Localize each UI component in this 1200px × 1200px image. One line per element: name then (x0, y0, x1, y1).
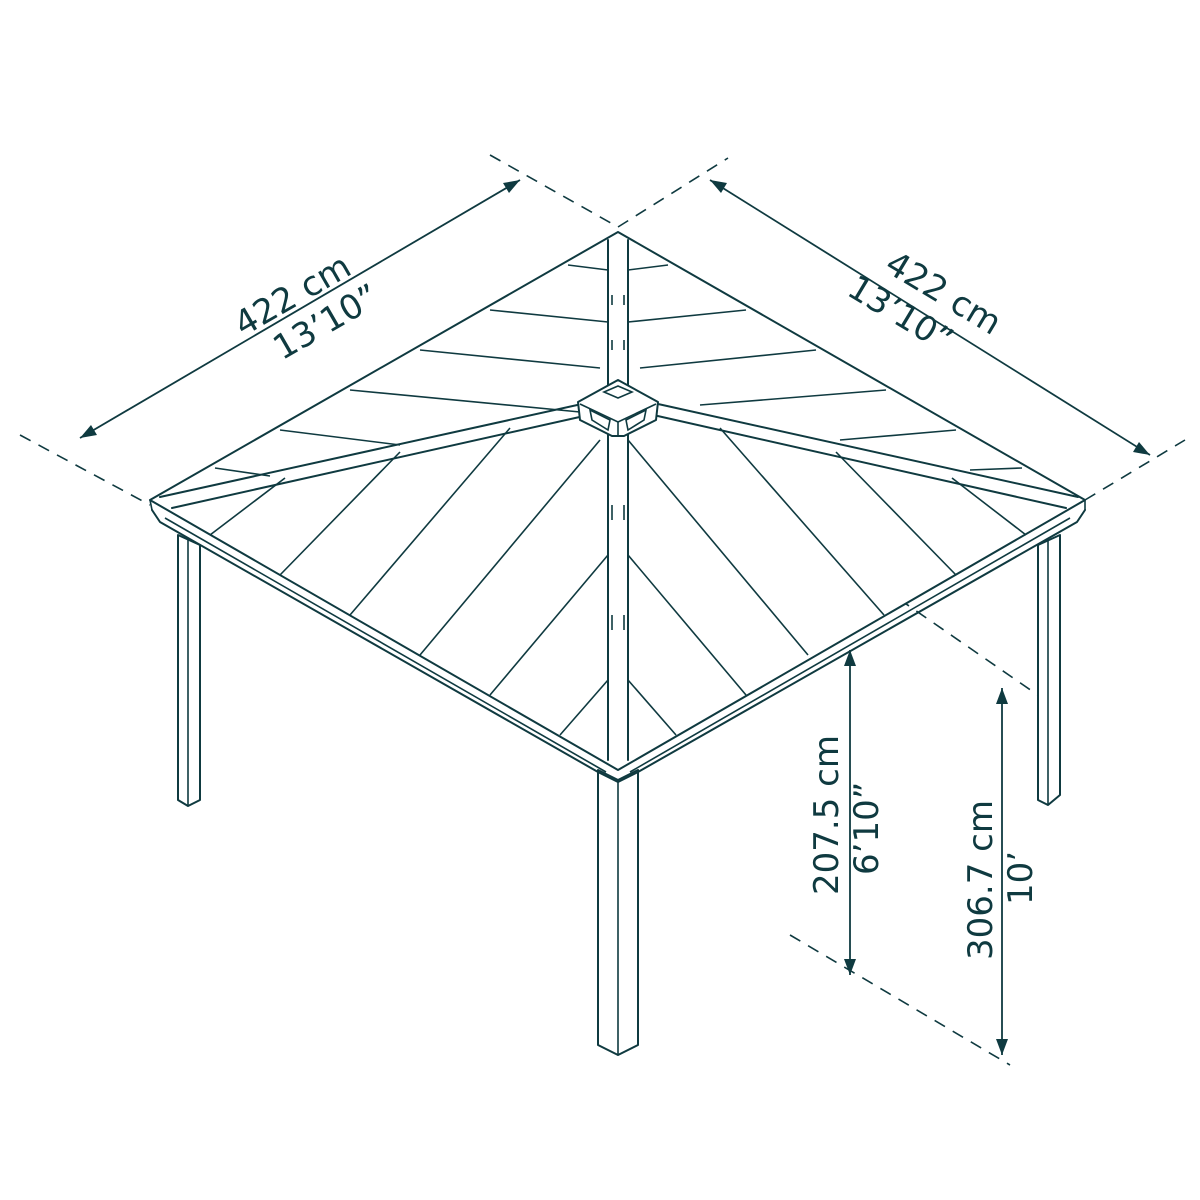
posts (177, 534, 1061, 1056)
roof-panel-lines-back-right (627, 264, 1023, 471)
dimension-peak-height (996, 688, 1008, 1055)
label-peak-height: 306.7 cm 10’ (961, 800, 1041, 960)
roof-panel-lines-back-left (214, 264, 609, 477)
dimension-right-depth (709, 179, 1151, 456)
peak-height-imperial: 10’ (1001, 851, 1041, 905)
label-eave-height: 207.5 cm 6’10” (807, 735, 887, 895)
rafter-joints (611, 295, 625, 630)
dimension-left-width (79, 179, 521, 439)
roof-panel-lines-front-left (209, 427, 609, 736)
roof-panel-lines-front-right (627, 427, 1027, 736)
roof (149, 231, 1086, 783)
label-left-width: 422 cm 13’10” (228, 246, 387, 368)
extension-lines (19, 154, 1186, 1066)
dimension-eave-height (844, 650, 856, 975)
label-right-depth: 422 cm 13’10” (841, 243, 1009, 360)
eave-height-imperial: 6’10” (847, 782, 887, 875)
peak-height-metric: 306.7 cm (961, 800, 1001, 960)
eave-height-metric: 207.5 cm (807, 735, 847, 895)
roof-hub (577, 379, 659, 437)
